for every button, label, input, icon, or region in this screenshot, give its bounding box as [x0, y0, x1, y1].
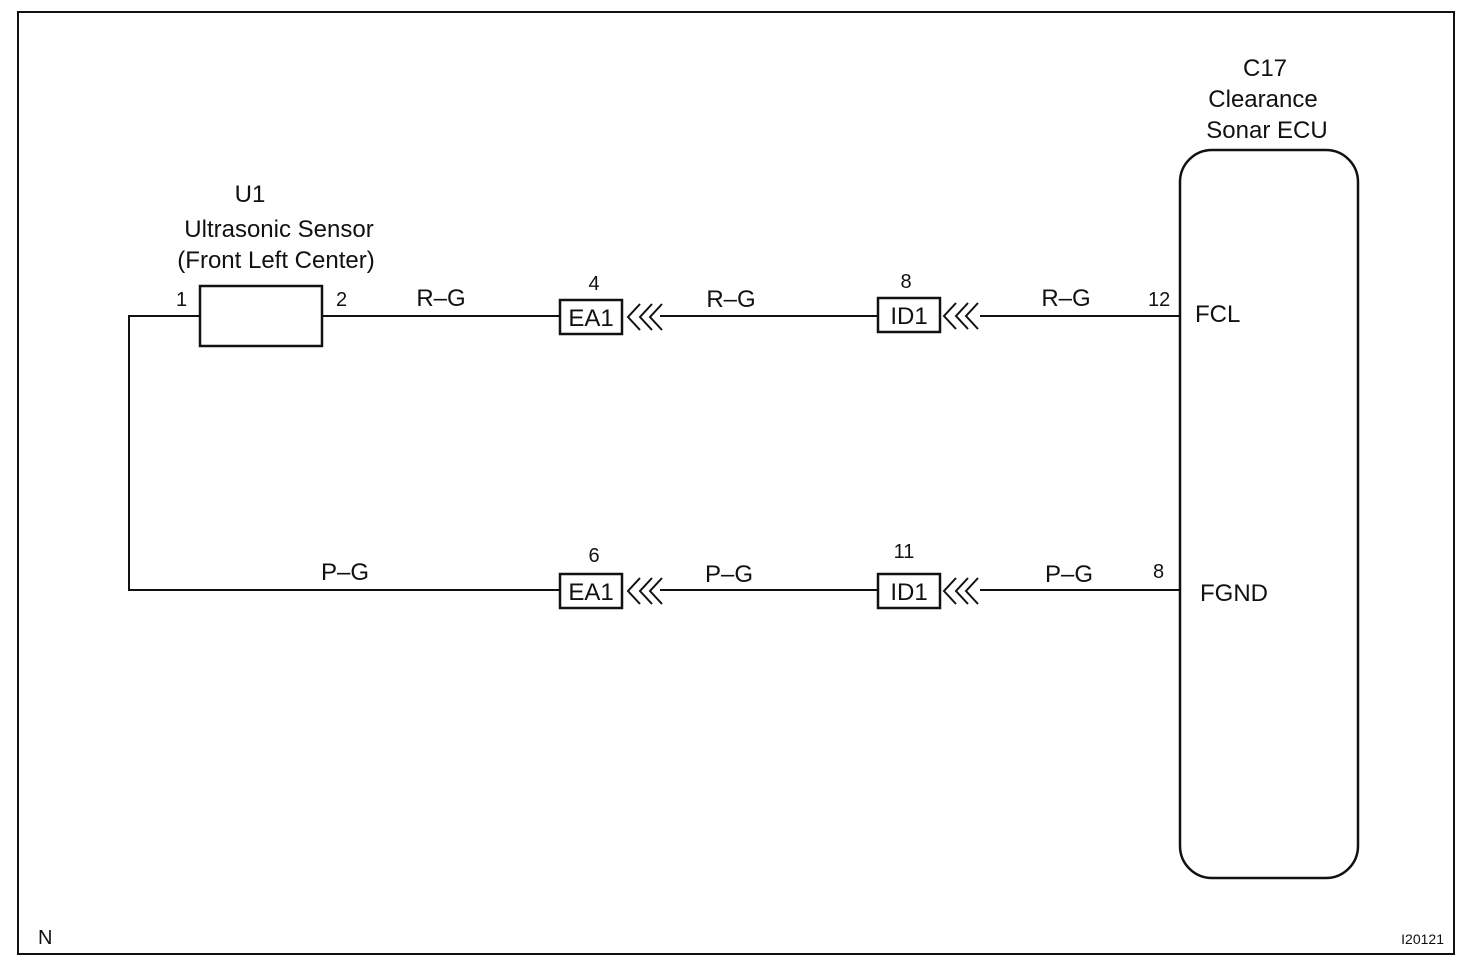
connector-id1-top-pin: 8 [900, 271, 911, 293]
wire-label-bottom-1: P–G [321, 559, 369, 586]
connector-ea1-top-label: EA1 [568, 305, 613, 332]
ecu-terminal-fgnd: FGND [1200, 580, 1268, 607]
wire-label-bottom-2: P–G [705, 561, 753, 588]
sensor-code: U1 [235, 181, 266, 208]
connector-id1-bottom [876, 572, 942, 610]
wire-label-bottom-3: P–G [1045, 561, 1093, 588]
connector-id1-bottom-pin: 11 [894, 541, 915, 563]
connector-ea1-top [558, 298, 624, 336]
sensor-pin-1: 1 [176, 289, 187, 311]
ecu-name-line2: Sonar ECU [1206, 117, 1327, 144]
footer-figure-id: I20121 [1401, 931, 1444, 947]
connector-ea1-bottom-label: EA1 [568, 579, 613, 606]
connector-id1-bottom-chevrons [942, 577, 979, 605]
connector-id1-top [876, 296, 942, 334]
sensor-pin-2: 2 [336, 289, 347, 311]
connector-id1-top-label: ID1 [890, 303, 927, 330]
sensor-block [198, 284, 324, 348]
sensor-name: Ultrasonic Sensor [184, 216, 373, 243]
wire-label-top-1: R–G [416, 285, 465, 312]
connector-ea1-top-pin: 4 [588, 273, 599, 295]
ecu-code: C17 [1243, 55, 1287, 82]
connector-ea1-bottom-pin: 6 [588, 545, 599, 567]
wire-label-top-2: R–G [706, 286, 755, 313]
ecu-pin-12: 12 [1148, 289, 1170, 311]
connector-ea1-bottom [558, 572, 624, 610]
ecu-name-line1: Clearance [1208, 86, 1317, 113]
ecu-terminal-fcl: FCL [1195, 301, 1240, 328]
diagram-frame [17, 11, 1455, 955]
wire-left-return [128, 315, 560, 591]
connector-ea1-bottom-chevrons [626, 577, 663, 605]
wire-label-top-3: R–G [1041, 285, 1090, 312]
sensor-location: (Front Left Center) [177, 247, 374, 274]
ecu-block [1178, 148, 1360, 880]
connector-id1-top-chevrons [942, 302, 979, 330]
ecu-pin-8: 8 [1153, 561, 1164, 583]
connector-id1-bottom-label: ID1 [890, 579, 927, 606]
connector-ea1-top-chevrons [626, 303, 663, 331]
footer-left-mark: N [38, 927, 52, 949]
